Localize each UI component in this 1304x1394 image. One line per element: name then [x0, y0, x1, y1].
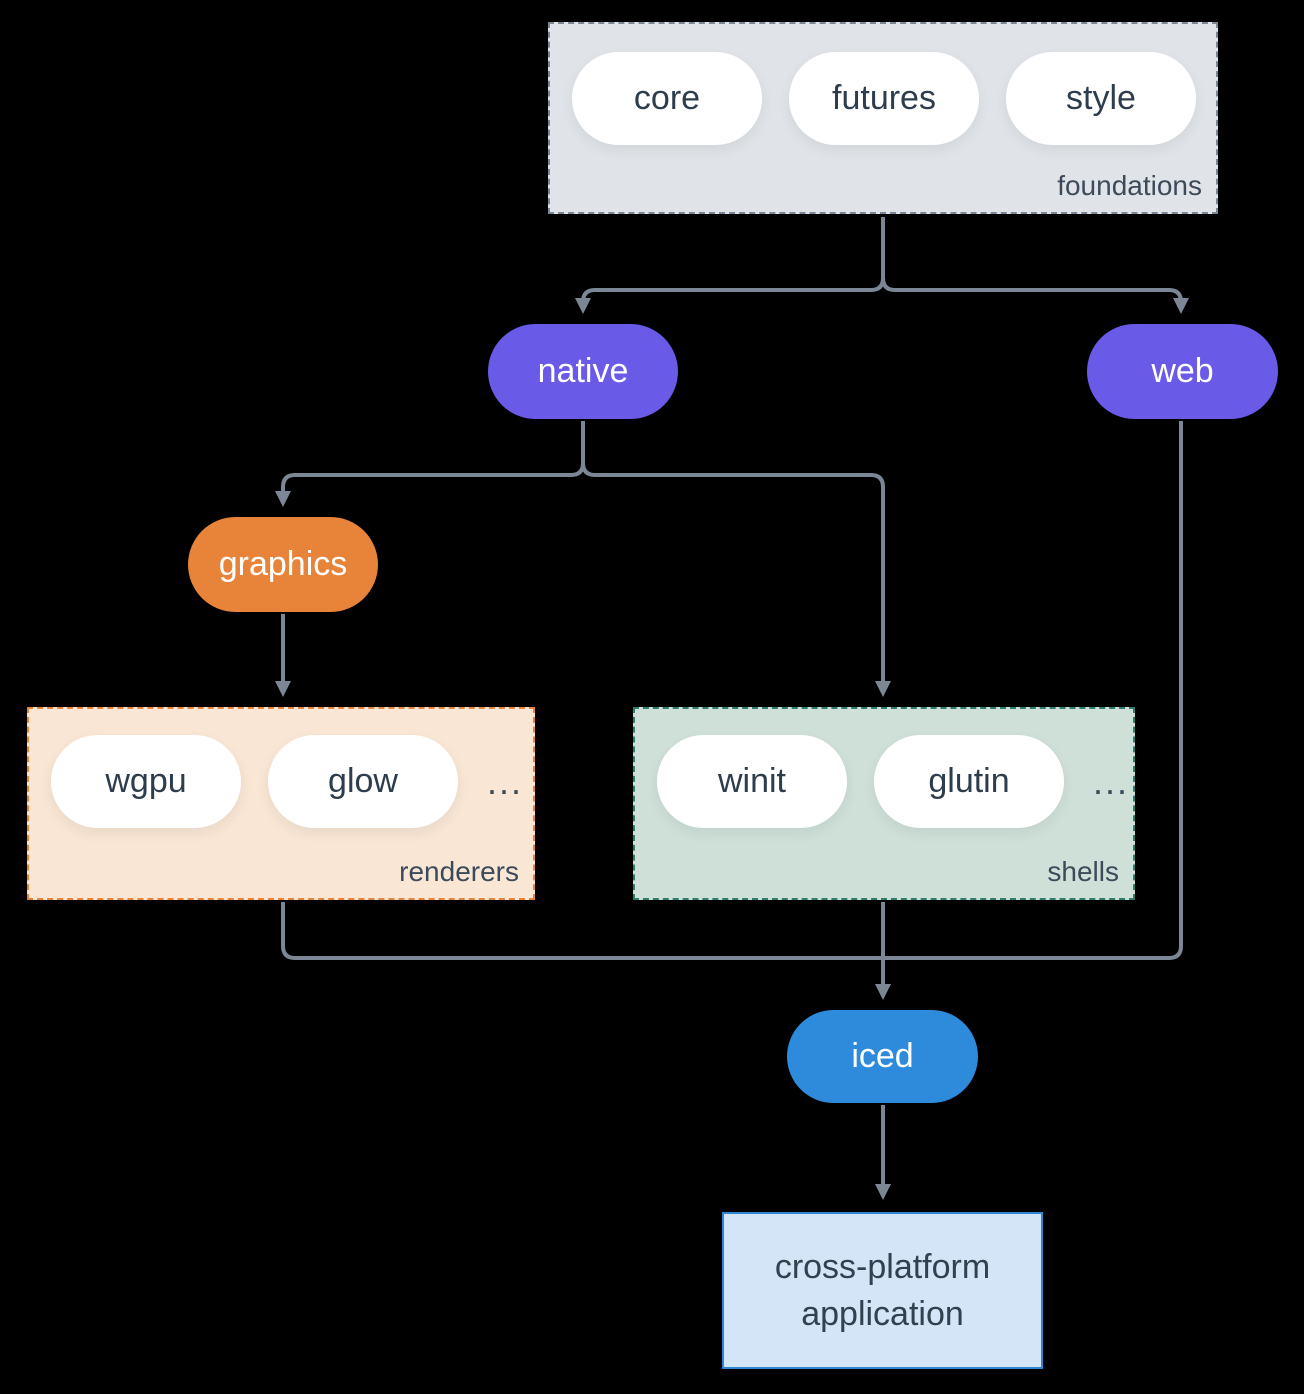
- edge-native-shells: [581, 462, 891, 697]
- node-native: native: [488, 324, 678, 419]
- node-glow: glow: [268, 735, 458, 828]
- node-wgpu: wgpu: [51, 735, 241, 828]
- node-glutin: glutin: [874, 735, 1064, 828]
- node-winit: winit: [657, 735, 847, 828]
- edge-native-graphics: [275, 421, 585, 507]
- group-foundations: core futures style foundations: [548, 22, 1218, 214]
- node-graphics: graphics: [188, 517, 378, 612]
- node-cross-platform-application: cross-platform application: [722, 1212, 1043, 1369]
- edge-web-merge: [885, 421, 1183, 960]
- app-label-line1: cross-platform: [774, 1247, 991, 1286]
- edge-foundations-native: [575, 217, 885, 314]
- renderers-group-label: renderers: [399, 856, 519, 887]
- app-label-line2: application: [801, 1294, 964, 1333]
- renderers-ellipsis: ...: [487, 760, 524, 802]
- shells-ellipsis: ...: [1093, 760, 1130, 802]
- foundations-pill-row: core futures style: [572, 52, 1196, 145]
- foundations-group-label: foundations: [1057, 170, 1202, 201]
- node-futures: futures: [789, 52, 979, 145]
- renderers-pill-row: wgpu glow ...: [51, 735, 523, 828]
- node-style: style: [1006, 52, 1196, 145]
- node-core: core: [572, 52, 762, 145]
- edge-renderers-merge: [281, 902, 881, 960]
- shells-group-label: shells: [1047, 856, 1119, 887]
- node-web: web: [1087, 324, 1278, 419]
- shells-pill-row: winit glutin ...: [657, 735, 1129, 828]
- edge-foundations-web: [881, 277, 1189, 314]
- group-shells: winit glutin ... shells: [633, 707, 1135, 900]
- group-renderers: wgpu glow ... renderers: [27, 707, 535, 900]
- node-iced: iced: [787, 1010, 978, 1103]
